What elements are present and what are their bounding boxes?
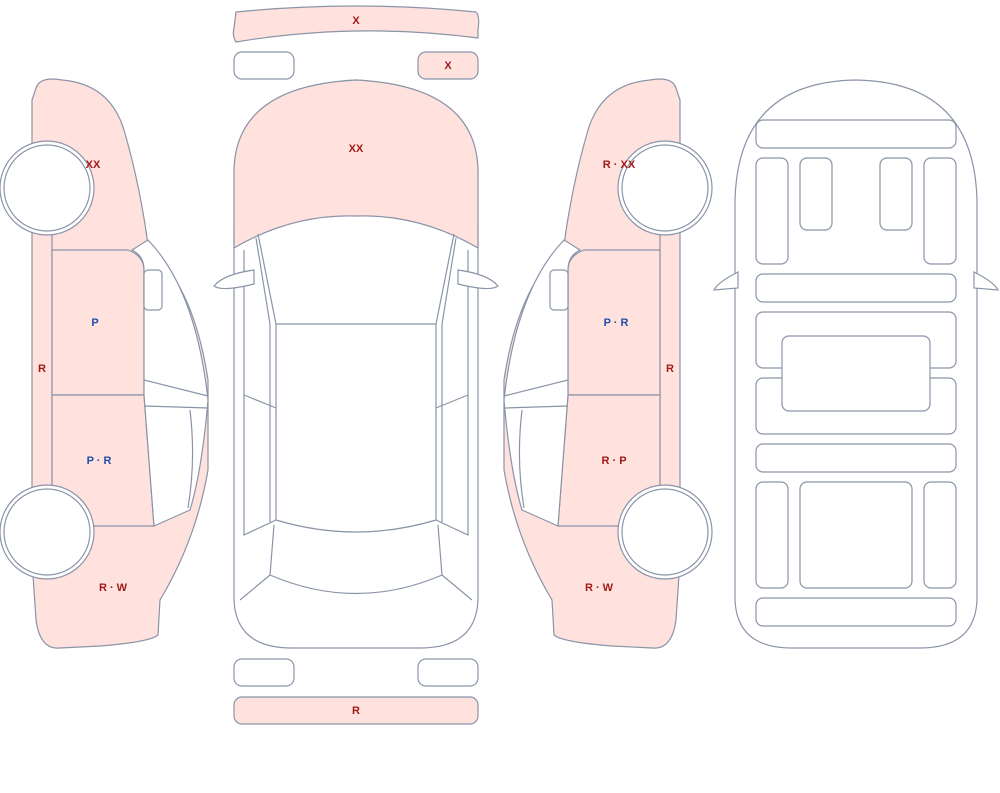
right-rear-door-code: R · P [601,455,626,467]
front-bumper-code: X [352,15,360,27]
left-mirror[interactable] [213,269,255,290]
right-rocker-code: R [666,363,674,375]
right-side-view [503,78,713,649]
left-headlight[interactable] [233,51,295,80]
right-headlight[interactable] [417,51,479,80]
left-side-view [0,78,209,649]
left-front-door-code: P [91,317,98,329]
damage-labels: X X XX R XX R P P · R R · W R · XX R P ·… [38,15,674,717]
front-bumper[interactable] [232,5,480,43]
rear-bumper[interactable] [233,696,479,725]
top-view [213,5,499,725]
left-front-fender-code: XX [86,159,101,171]
right-front-fender-code: R · XX [603,159,636,171]
left-rocker-code: R [38,363,46,375]
left-taillight[interactable] [233,658,295,687]
left-rear-door-code: P · R [87,455,112,467]
right-window [503,239,582,527]
rear-bumper-code: R [352,705,360,717]
right-rear-quarter-code: R · W [585,582,614,594]
left-window [130,239,209,527]
hood[interactable] [233,79,479,250]
right-taillight[interactable] [417,658,479,687]
hood-code: XX [349,143,364,155]
right-front-door-code: P · R [604,317,629,329]
right-headlight-code: X [444,60,452,72]
right-mirror[interactable] [457,269,499,290]
left-rear-quarter-code: R · W [99,582,128,594]
underbody-view [712,79,1000,649]
